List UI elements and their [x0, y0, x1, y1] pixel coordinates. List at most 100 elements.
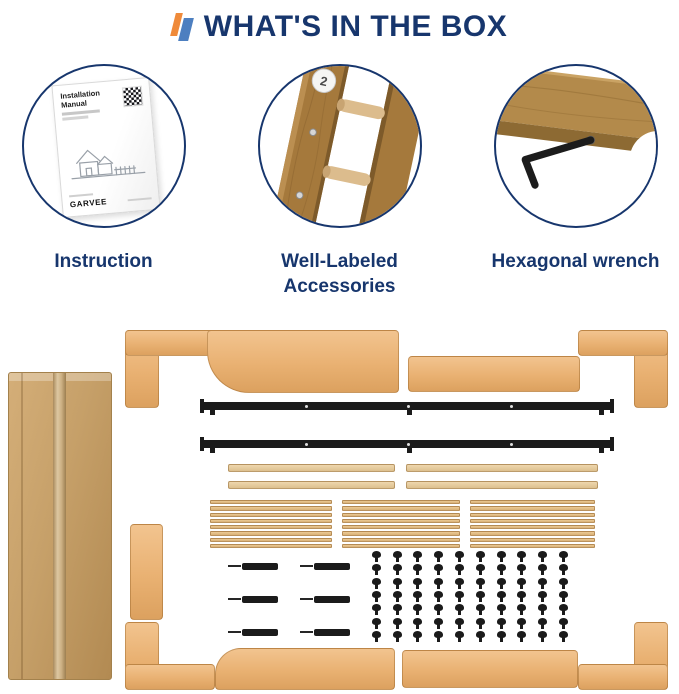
screw-icon	[559, 550, 569, 563]
slat	[470, 531, 595, 536]
screw-icon	[475, 550, 485, 563]
screw-icon	[496, 631, 506, 643]
slat	[342, 531, 460, 536]
screw-icon	[413, 550, 423, 563]
thin-slat	[406, 481, 598, 489]
header: WHAT'S IN THE BOX	[0, 10, 679, 44]
slat	[210, 543, 332, 548]
frame-corner-top-left	[125, 330, 215, 408]
slat	[470, 512, 595, 517]
screw-icon	[538, 617, 548, 630]
side-rail-top-right	[408, 356, 580, 392]
manual-paper: Installation Manual	[50, 76, 161, 219]
slat	[470, 506, 595, 511]
manual-footer-line	[68, 192, 93, 198]
slat	[210, 506, 332, 511]
frame-corner-bottom-left	[125, 622, 215, 690]
slat	[470, 518, 595, 523]
screw-icon	[538, 577, 548, 590]
screw-icon	[559, 590, 569, 603]
bolt-icon	[300, 562, 358, 570]
screw-icon	[517, 550, 527, 563]
screw-icon	[371, 631, 381, 643]
screw-icon	[559, 604, 569, 616]
metal-support-rail-2	[200, 437, 614, 453]
carton-box	[8, 372, 112, 680]
wrench-photo	[493, 64, 658, 228]
feature-label-accessories: Well-Labeled Accessories	[281, 251, 398, 297]
screw-icon	[517, 604, 527, 616]
slat	[342, 506, 460, 511]
slat	[342, 543, 460, 548]
carton-strap	[53, 373, 66, 679]
screw-icon	[455, 577, 465, 590]
screw-icon	[413, 577, 423, 590]
screw-icon	[496, 604, 506, 616]
bolt-icon	[228, 595, 286, 603]
bolt-icon	[228, 562, 286, 570]
screw-icon	[392, 631, 402, 643]
manual-footer-line-2	[127, 196, 152, 202]
screw-icon	[434, 617, 444, 630]
brand-logo: GARVEE	[68, 197, 107, 210]
screw-icon	[392, 617, 402, 630]
screw-icon	[559, 564, 569, 576]
slat	[210, 531, 332, 536]
screw-icon	[434, 577, 444, 590]
slat	[210, 537, 332, 542]
screw-icon	[392, 550, 402, 563]
feature-label-instruction: Instruction	[54, 251, 153, 272]
screw-icon	[475, 631, 485, 643]
screw-icon	[392, 604, 402, 616]
slat-bundle	[470, 500, 595, 548]
screw-icon	[538, 604, 548, 616]
screw-icon	[455, 590, 465, 603]
screw-icon	[559, 577, 569, 590]
screw-icon	[496, 550, 506, 563]
slat	[470, 543, 595, 548]
screw-icon	[413, 564, 423, 576]
screw-icon	[517, 564, 527, 576]
screw-icon	[475, 604, 485, 616]
screw-icon	[371, 550, 381, 563]
accessories-photo: 2	[257, 64, 422, 228]
screw-icon	[434, 564, 444, 576]
thin-slat	[228, 464, 395, 472]
screw-icon	[371, 617, 381, 630]
page-title: WHAT'S IN THE BOX	[203, 10, 508, 43]
screw-icon	[496, 564, 506, 576]
screw-icon	[392, 564, 402, 576]
screw-icon	[538, 631, 548, 643]
slat	[342, 537, 460, 542]
screw-icon	[496, 577, 506, 590]
screw-icon	[538, 550, 548, 563]
screw-icon	[413, 631, 423, 643]
feature-row: Installation Manual	[0, 64, 679, 299]
carton-edge-line	[21, 373, 23, 679]
thin-slat	[228, 481, 395, 489]
slat	[342, 512, 460, 517]
screw-icon	[475, 564, 485, 576]
screw-icon	[455, 617, 465, 630]
slat	[342, 500, 460, 505]
manual-subtitle-line-2	[61, 115, 88, 121]
screw-icon	[434, 631, 444, 643]
metal-support-rail-1	[200, 399, 614, 415]
slat-bundle	[342, 500, 460, 548]
screw-icon	[371, 604, 381, 616]
instruction-photo: Installation Manual	[21, 64, 186, 228]
screw-icon	[392, 590, 402, 603]
slat-bundle	[210, 500, 332, 548]
side-rail-bottom-left	[215, 648, 395, 690]
screw-icon	[475, 617, 485, 630]
screw-icon	[413, 590, 423, 603]
screw-icon	[559, 617, 569, 630]
screw-icon	[371, 577, 381, 590]
house-drawing-icon	[70, 149, 145, 180]
screw-icon	[517, 617, 527, 630]
wood-plank-left	[130, 524, 163, 620]
feature-label-wrench: Hexagonal wrench	[491, 251, 660, 272]
feature-instruction: Installation Manual	[11, 64, 197, 299]
hex-wrench-icon	[521, 136, 594, 189]
screw-icon	[392, 577, 402, 590]
